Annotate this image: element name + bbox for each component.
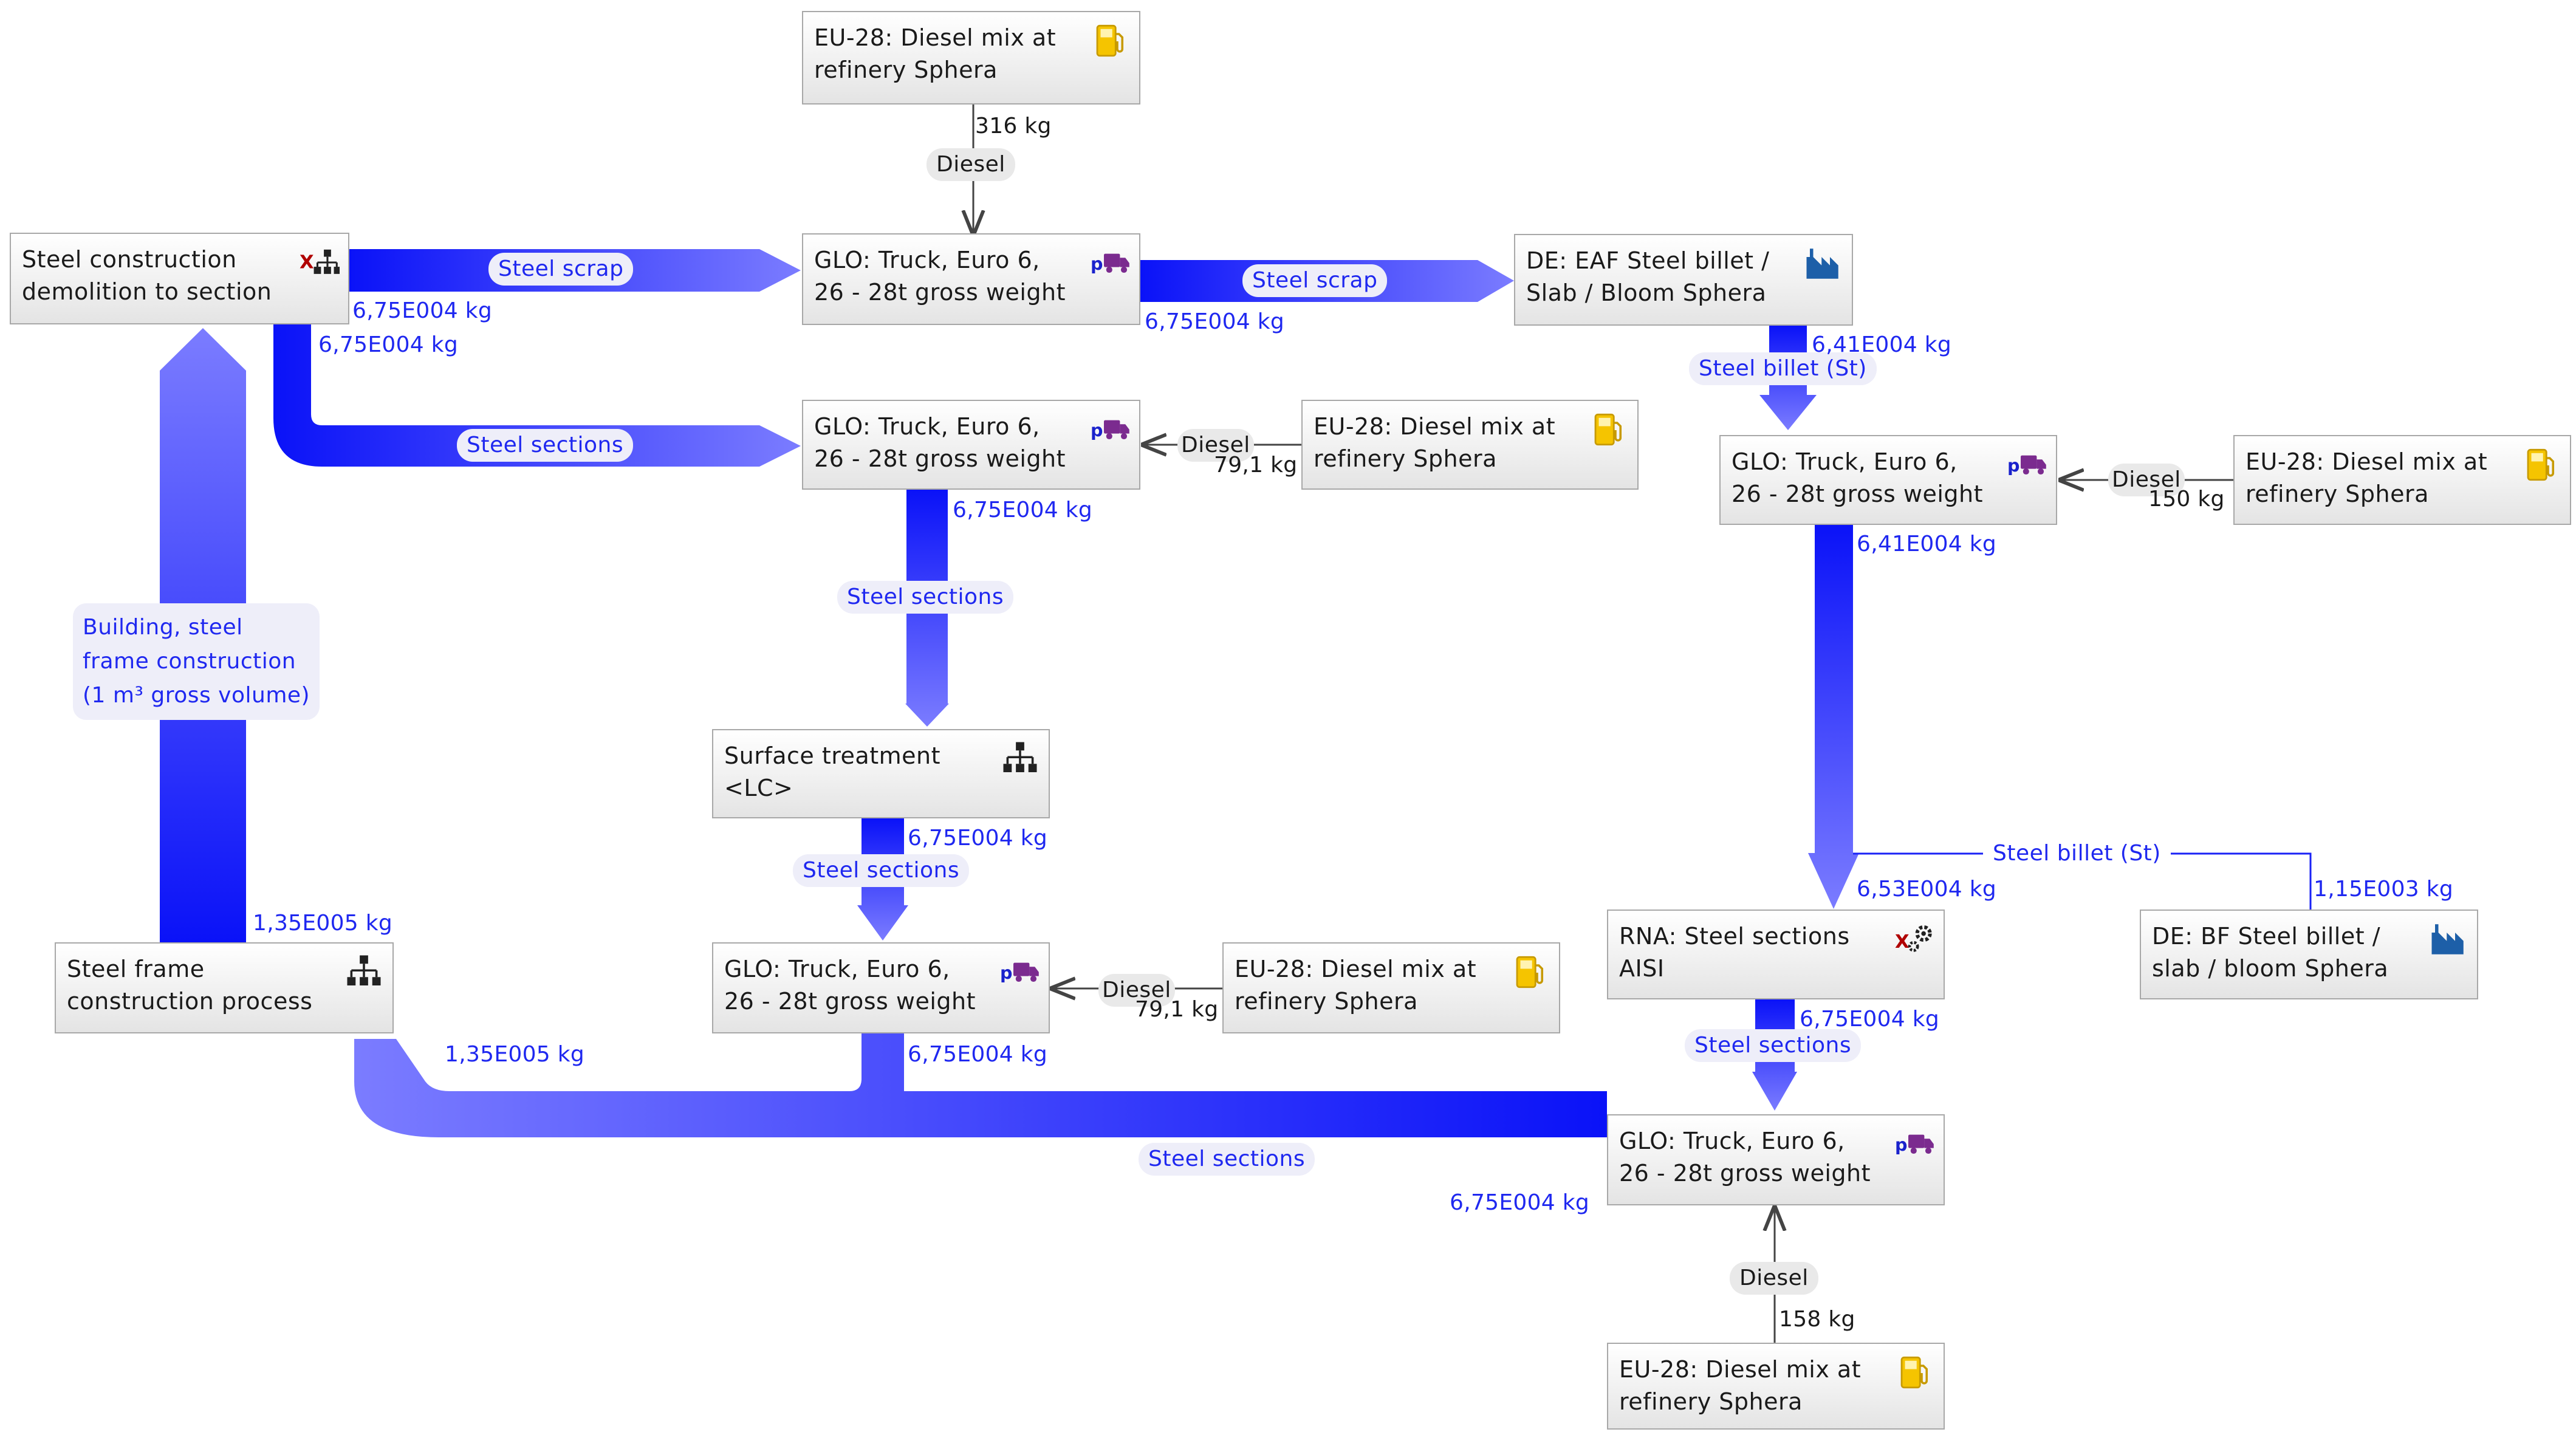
truck-p-icon: p bbox=[1091, 409, 1131, 450]
node-diesel-right[interactable]: EU-28: Diesel mix at refinery Sphera bbox=[2233, 435, 2571, 525]
node-truck-low-label: GLO: Truck, Euro 6, 26 - 28t gross weigh… bbox=[724, 956, 976, 1015]
amount-641-1: 6,41E004 kg bbox=[1812, 332, 1952, 357]
amount-150: 150 kg bbox=[2148, 487, 2225, 512]
flow-label-steel-billet-2: Steel billet (St) bbox=[1983, 837, 2171, 870]
amount-316: 316 kg bbox=[975, 114, 1052, 139]
amount-641-2: 6,41E004 kg bbox=[1857, 532, 1997, 557]
plan-hierarchy-icon bbox=[344, 952, 384, 992]
truck-p-icon: p bbox=[1895, 1124, 1935, 1164]
node-diesel-mid[interactable]: EU-28: Diesel mix at refinery Sphera bbox=[1301, 400, 1639, 490]
flow-label-diesel-bottom: Diesel bbox=[1730, 1262, 1818, 1295]
flow-label-diesel-top: Diesel bbox=[927, 148, 1015, 181]
node-diesel-right-label: EU-28: Diesel mix at refinery Sphera bbox=[2245, 448, 2488, 507]
node-truck-top[interactable]: GLO: Truck, Euro 6, 26 - 28t gross weigh… bbox=[802, 233, 1140, 325]
flow-steel-sections-1 bbox=[273, 324, 801, 467]
amount-675-6: 6,75E004 kg bbox=[1800, 1007, 1940, 1032]
flow-label-steel-scrap-2: Steel scrap bbox=[1242, 264, 1388, 297]
flow-label-diesel-low: Diesel bbox=[1098, 974, 1175, 1007]
svg-text:p: p bbox=[2007, 455, 2021, 476]
node-truck-top-label: GLO: Truck, Euro 6, 26 - 28t gross weigh… bbox=[814, 247, 1066, 306]
node-demolition-label: Steel construction demolition to section bbox=[22, 246, 272, 305]
factory-icon bbox=[2428, 919, 2468, 959]
amount-675-4: 6,75E004 kg bbox=[953, 498, 1093, 522]
flow-steel-sections-5 bbox=[354, 1033, 1607, 1137]
node-demolition[interactable]: Steel construction demolition to section… bbox=[10, 233, 349, 324]
fuel-pump-icon bbox=[2521, 445, 2561, 485]
flow-label-steel-sections-1: Steel sections bbox=[457, 429, 634, 462]
svg-text:p: p bbox=[1091, 253, 1104, 274]
gear-x-icon: X bbox=[1895, 919, 1935, 959]
svg-text:p: p bbox=[1895, 1134, 1908, 1155]
node-truck-bottom[interactable]: GLO: Truck, Euro 6, 26 - 28t gross weigh… bbox=[1607, 1114, 1945, 1205]
flow-label-building: Building, steel frame construction (1 m³… bbox=[73, 603, 320, 720]
fuel-pump-icon bbox=[1895, 1352, 1935, 1393]
node-frame[interactable]: Steel frame construction process bbox=[55, 942, 394, 1033]
amount-653: 6,53E004 kg bbox=[1857, 877, 1997, 902]
node-bf-billet[interactable]: DE: BF Steel billet / slab / bloom Spher… bbox=[2140, 910, 2478, 999]
plan-hierarchy-icon bbox=[1000, 739, 1040, 779]
fuel-pump-icon bbox=[1091, 21, 1131, 61]
node-diesel-low-label: EU-28: Diesel mix at refinery Sphera bbox=[1235, 956, 1477, 1015]
fuel-pump-icon bbox=[1510, 952, 1550, 992]
node-truck-mid-label: GLO: Truck, Euro 6, 26 - 28t gross weigh… bbox=[814, 413, 1066, 472]
amount-791-2: 79,1 kg bbox=[1135, 997, 1219, 1022]
svg-text:X: X bbox=[1895, 931, 1910, 953]
amount-135-1: 1,35E005 kg bbox=[253, 911, 393, 936]
flow-label-steel-sections-4: Steel sections bbox=[1685, 1029, 1862, 1062]
flow-label-steel-sections-5: Steel sections bbox=[1139, 1143, 1315, 1176]
node-rna-label: RNA: Steel sections AISI bbox=[1619, 923, 1850, 982]
svg-text:X: X bbox=[300, 252, 315, 273]
plan-hierarchy-x-icon: X bbox=[300, 242, 340, 283]
fuel-pump-icon bbox=[1589, 409, 1629, 450]
truck-p-icon: p bbox=[2007, 445, 2047, 485]
flow-steel-billet-2 bbox=[1808, 525, 1859, 909]
node-truck-right-label: GLO: Truck, Euro 6, 26 - 28t gross weigh… bbox=[1732, 448, 1984, 507]
node-diesel-low[interactable]: EU-28: Diesel mix at refinery Sphera bbox=[1222, 942, 1560, 1033]
amount-675-5: 6,75E004 kg bbox=[908, 826, 1048, 851]
node-diesel-top-label: EU-28: Diesel mix at refinery Sphera bbox=[814, 24, 1057, 83]
amount-675-7: 6,75E004 kg bbox=[908, 1042, 1048, 1067]
node-diesel-top[interactable]: EU-28: Diesel mix at refinery Sphera bbox=[802, 11, 1140, 104]
node-diesel-mid-label: EU-28: Diesel mix at refinery Sphera bbox=[1314, 413, 1556, 472]
amount-158: 158 kg bbox=[1779, 1307, 1855, 1332]
flow-label-steel-billet-1: Steel billet (St) bbox=[1689, 352, 1877, 385]
flow-label-diesel-mid: Diesel bbox=[1177, 429, 1254, 462]
amount-115: 1,15E003 kg bbox=[2314, 877, 2454, 902]
node-truck-right[interactable]: GLO: Truck, Euro 6, 26 - 28t gross weigh… bbox=[1719, 435, 2057, 525]
node-eaf-billet[interactable]: DE: EAF Steel billet / Slab / Bloom Sphe… bbox=[1514, 234, 1853, 326]
node-frame-label: Steel frame construction process bbox=[67, 956, 313, 1015]
amount-675-8: 6,75E004 kg bbox=[1450, 1190, 1590, 1215]
node-rna[interactable]: RNA: Steel sections AISI X bbox=[1607, 910, 1945, 999]
node-truck-bottom-label: GLO: Truck, Euro 6, 26 - 28t gross weigh… bbox=[1619, 1128, 1871, 1187]
node-diesel-bottom-label: EU-28: Diesel mix at refinery Sphera bbox=[1619, 1356, 1862, 1415]
factory-icon bbox=[1803, 244, 1843, 284]
flow-label-diesel-right: Diesel bbox=[2108, 464, 2185, 496]
node-truck-low[interactable]: GLO: Truck, Euro 6, 26 - 28t gross weigh… bbox=[712, 942, 1050, 1033]
amount-675-3: 6,75E004 kg bbox=[1145, 309, 1285, 334]
node-bf-billet-label: DE: BF Steel billet / slab / bloom Spher… bbox=[2152, 923, 2389, 982]
flow-label-steel-sections-2: Steel sections bbox=[837, 581, 1014, 614]
truck-p-icon: p bbox=[1091, 243, 1131, 283]
truck-p-icon: p bbox=[1000, 952, 1040, 992]
node-surface-label: Surface treatment <LC> bbox=[724, 742, 940, 801]
amount-791-1: 79,1 kg bbox=[1214, 453, 1298, 478]
svg-text:p: p bbox=[1000, 962, 1013, 983]
node-diesel-bottom[interactable]: EU-28: Diesel mix at refinery Sphera bbox=[1607, 1343, 1945, 1430]
svg-text:p: p bbox=[1091, 420, 1104, 440]
node-eaf-billet-label: DE: EAF Steel billet / Slab / Bloom Sphe… bbox=[1526, 247, 1770, 306]
amount-675-1: 6,75E004 kg bbox=[352, 298, 493, 323]
amount-135-2: 1,35E005 kg bbox=[445, 1042, 585, 1067]
node-truck-mid[interactable]: GLO: Truck, Euro 6, 26 - 28t gross weigh… bbox=[802, 400, 1140, 490]
flow-label-steel-sections-3: Steel sections bbox=[793, 854, 970, 887]
flow-label-steel-scrap-1: Steel scrap bbox=[488, 253, 634, 286]
node-surface[interactable]: Surface treatment <LC> bbox=[712, 729, 1050, 818]
amount-675-2: 6,75E004 kg bbox=[318, 332, 459, 357]
